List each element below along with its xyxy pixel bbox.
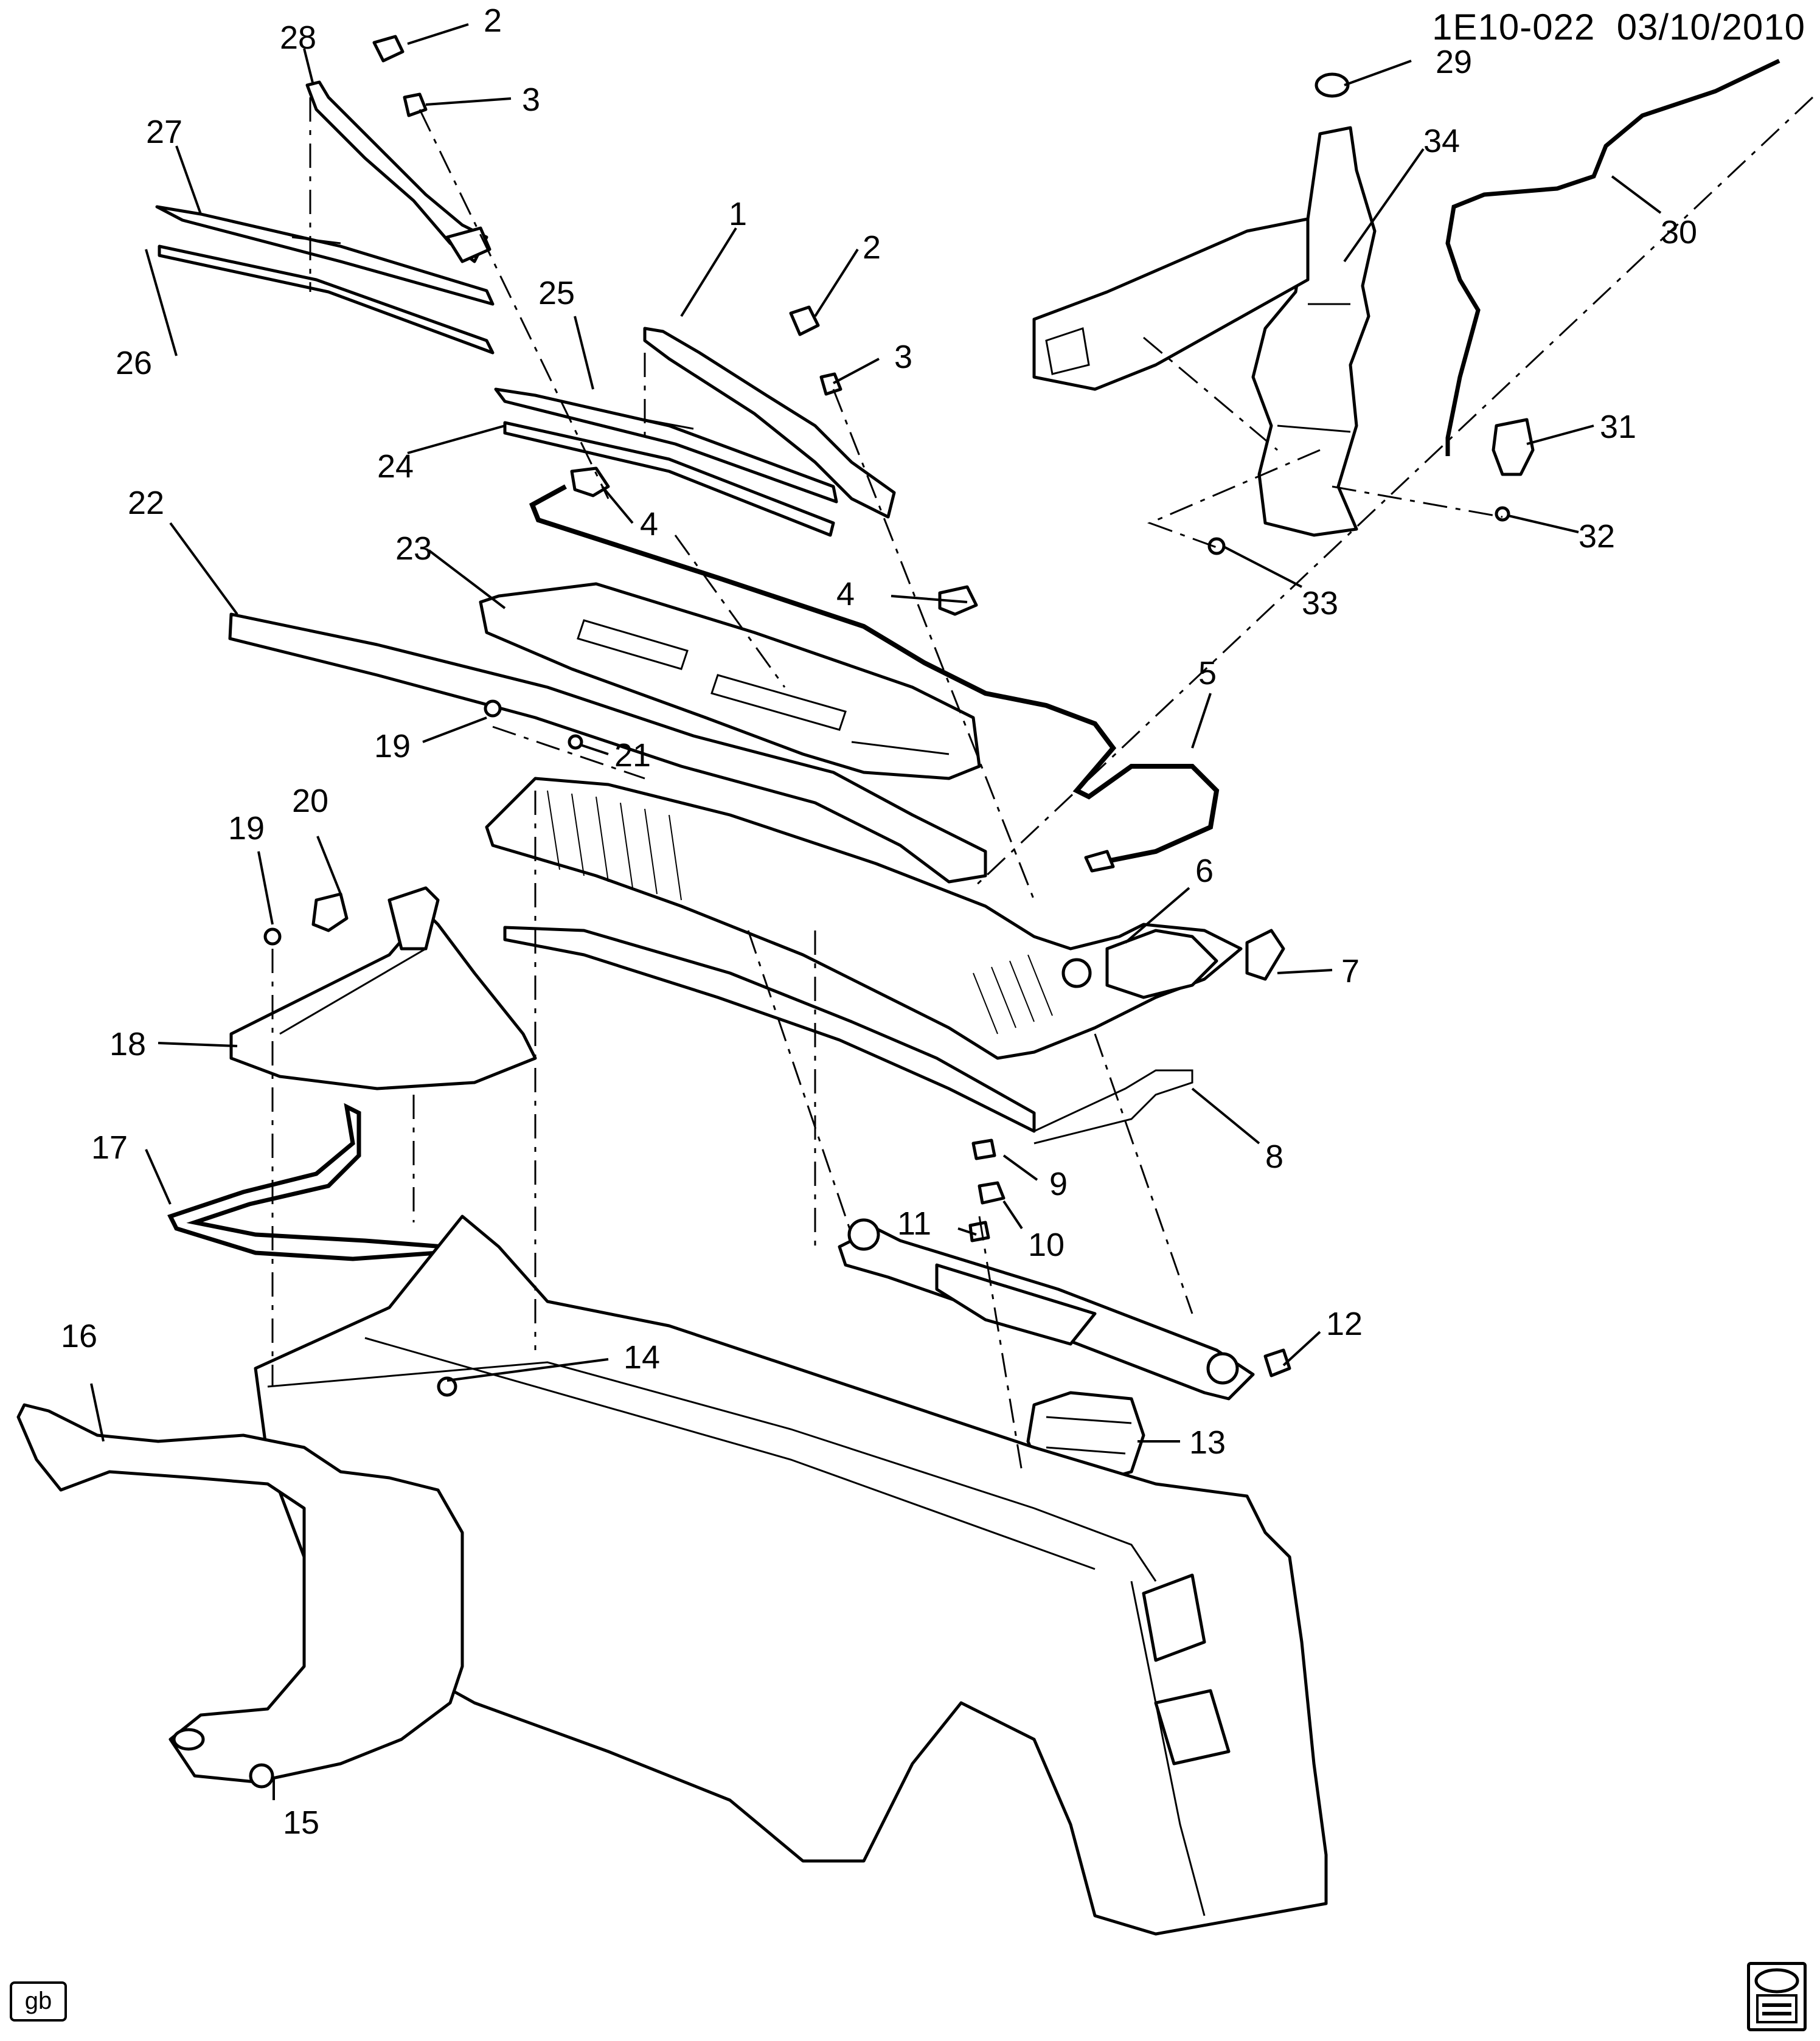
wiper-arm-right (643, 327, 896, 519)
nut-3-lower (819, 372, 842, 396)
cowl-seal (228, 612, 987, 884)
screw-21 (568, 734, 583, 750)
callout-13: 13 (1189, 1424, 1226, 1461)
wiper-blade-left (155, 205, 495, 355)
callout-3-upper: 3 (522, 81, 540, 118)
linkage-bushing (1263, 1348, 1291, 1377)
callout-leader-lines (90, 23, 1662, 1800)
callout-8: 8 (1265, 1138, 1283, 1175)
cowl-panel (485, 777, 1243, 1060)
side-bracket (311, 892, 349, 932)
callout-23: 23 (395, 530, 432, 567)
callout-19-upper: 19 (374, 728, 411, 764)
callout-17: 17 (91, 1129, 128, 1166)
callout-32: 32 (1579, 518, 1615, 555)
callout-4-upper: 4 (640, 506, 658, 542)
gmspo-logo-icon (1747, 1962, 1807, 2031)
callout-34: 34 (1423, 123, 1460, 159)
callout-21: 21 (614, 737, 651, 774)
cowl-vent-grille (479, 582, 981, 780)
callout-29: 29 (1436, 44, 1472, 80)
callout-33: 33 (1302, 585, 1338, 622)
assembly-centerlines (271, 96, 1814, 1472)
splash-shield-nut (249, 1763, 274, 1789)
callout-26: 26 (116, 345, 152, 381)
push-pin-19-lower (263, 927, 282, 946)
callout-30: 30 (1661, 214, 1697, 251)
callout-18: 18 (109, 1026, 146, 1062)
callout-20: 20 (292, 783, 328, 819)
side-seal (167, 1103, 449, 1261)
washer-pump (1492, 418, 1535, 476)
nut-cap-2-upper (372, 35, 405, 63)
reservoir-fill-hose (1445, 58, 1780, 456)
splash-shield (16, 1403, 464, 1784)
nut-cap-2-lower (789, 305, 820, 336)
callout-27: 27 (146, 114, 182, 150)
diagram-reference-header: 1E10-022 03/10/2010 (1432, 6, 1805, 48)
callout-11: 11 (897, 1205, 931, 1242)
callout-24: 24 (377, 448, 414, 485)
body-clip (437, 1376, 457, 1397)
callout-19-lower: 19 (228, 810, 265, 847)
callout-labels: 1 2 2 3 3 4 4 5 6 7 8 9 10 11 12 13 14 1… (61, 2, 1697, 1841)
cowl-seal-strip (1033, 1069, 1193, 1145)
diagram-ref-number: 1E10-022 (1432, 7, 1596, 47)
callout-6: 6 (1195, 853, 1214, 889)
callout-12: 12 (1326, 1306, 1363, 1342)
callout-1: 1 (729, 196, 747, 232)
callout-5: 5 (1198, 655, 1217, 691)
callout-31: 31 (1600, 409, 1636, 445)
front-body-structure (254, 1215, 1328, 1936)
callout-14: 14 (623, 1339, 660, 1376)
callout-2-lower: 2 (863, 229, 881, 266)
callout-22: 22 (128, 485, 164, 521)
motor-nut (968, 1221, 990, 1242)
callout-4-lower: 4 (836, 576, 855, 612)
reservoir-cap (1315, 72, 1350, 98)
cowl-side-panel (229, 910, 537, 1090)
push-pin-19-upper (484, 699, 502, 718)
callout-9: 9 (1049, 1166, 1068, 1202)
callout-28: 28 (280, 19, 316, 56)
diagram-date: 03/10/2010 (1616, 7, 1805, 47)
gb-stamp: gb (10, 1981, 67, 2022)
body-frame-rail (1032, 217, 1310, 391)
callout-25: 25 (538, 275, 575, 311)
washer-hose (529, 466, 1220, 873)
callout-16: 16 (61, 1318, 97, 1354)
nut-3-upper (403, 92, 428, 117)
callout-7: 7 (1341, 953, 1360, 989)
motor-bolt (971, 1138, 996, 1160)
wiper-linkage (838, 1218, 1255, 1401)
motor-grommet (978, 1181, 1006, 1205)
callout-15: 15 (283, 1804, 319, 1841)
wiper-blade-right (494, 387, 838, 537)
clip-bracket (387, 886, 440, 951)
callout-10: 10 (1028, 1227, 1065, 1263)
wiper-arm-left (305, 80, 491, 263)
pump-grommet (1495, 506, 1510, 522)
washer-reservoir (1251, 126, 1377, 537)
callout-3-lower: 3 (894, 339, 912, 375)
cowl-end-cap (1245, 929, 1285, 981)
callout-2-upper: 2 (484, 2, 502, 39)
